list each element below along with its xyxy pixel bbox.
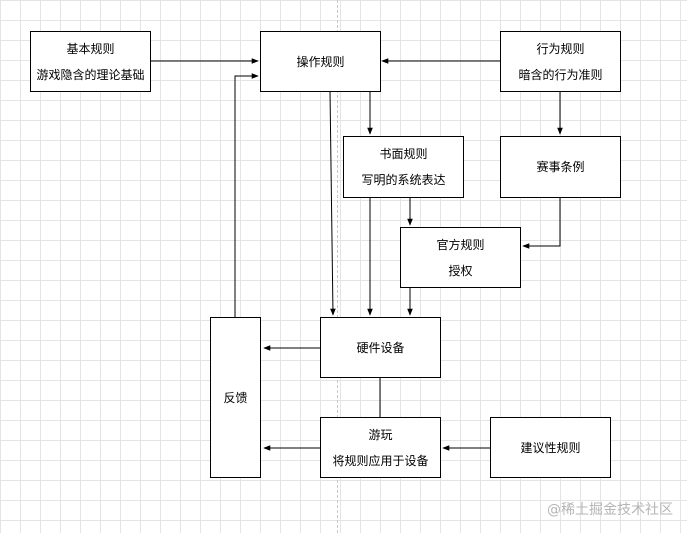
hardware-title: 硬件设备 bbox=[356, 340, 405, 355]
tournament-rules-title: 赛事条例 bbox=[536, 160, 585, 174]
basic-rules-desc: 游戏隐含的理论基础 bbox=[36, 67, 145, 82]
hardware-box: 硬件设备 bbox=[320, 317, 441, 378]
official-rules-box: 官方规则 授权 bbox=[400, 227, 521, 288]
behavior-rules-desc: 暗含的行为准则 bbox=[518, 67, 603, 82]
arrow-operation-to-hardware bbox=[329, 90, 336, 316]
written-rules-box: 书面规则 写明的系统表达 bbox=[343, 136, 464, 198]
suggested-rules-box: 建议性规则 bbox=[490, 417, 611, 478]
basic-rules-box: 基本规则 游戏隐含的理论基础 bbox=[30, 31, 151, 92]
play-box: 游玩 将规则应用于设备 bbox=[320, 417, 441, 478]
official-rules-title: 官方规则 bbox=[436, 237, 485, 252]
watermark-text: @稀土掘金技术社区 bbox=[547, 502, 673, 518]
basic-rules-title: 基本规则 bbox=[66, 41, 115, 56]
arrow-tournament-to-official bbox=[522, 197, 561, 249]
center-guide-line bbox=[337, 0, 338, 533]
arrow-feedback-to-operation bbox=[234, 73, 259, 317]
written-rules-title: 书面规则 bbox=[379, 147, 428, 161]
feedback-title: 反馈 bbox=[223, 390, 248, 405]
behavior-rules-title: 行为规则 bbox=[536, 41, 585, 56]
play-desc: 将规则应用于设备 bbox=[332, 453, 429, 468]
tournament-rules-box: 赛事条例 bbox=[500, 136, 621, 198]
operation-rules-title: 操作规则 bbox=[296, 54, 345, 69]
play-title: 游玩 bbox=[368, 427, 393, 442]
behavior-rules-box: 行为规则 暗含的行为准则 bbox=[500, 31, 621, 92]
suggested-rules-title: 建议性规则 bbox=[520, 440, 581, 455]
feedback-box: 反馈 bbox=[210, 317, 261, 478]
written-rules-desc: 写明的系统表达 bbox=[361, 173, 446, 187]
official-rules-desc: 授权 bbox=[448, 263, 473, 278]
operation-rules-box: 操作规则 bbox=[260, 31, 381, 92]
